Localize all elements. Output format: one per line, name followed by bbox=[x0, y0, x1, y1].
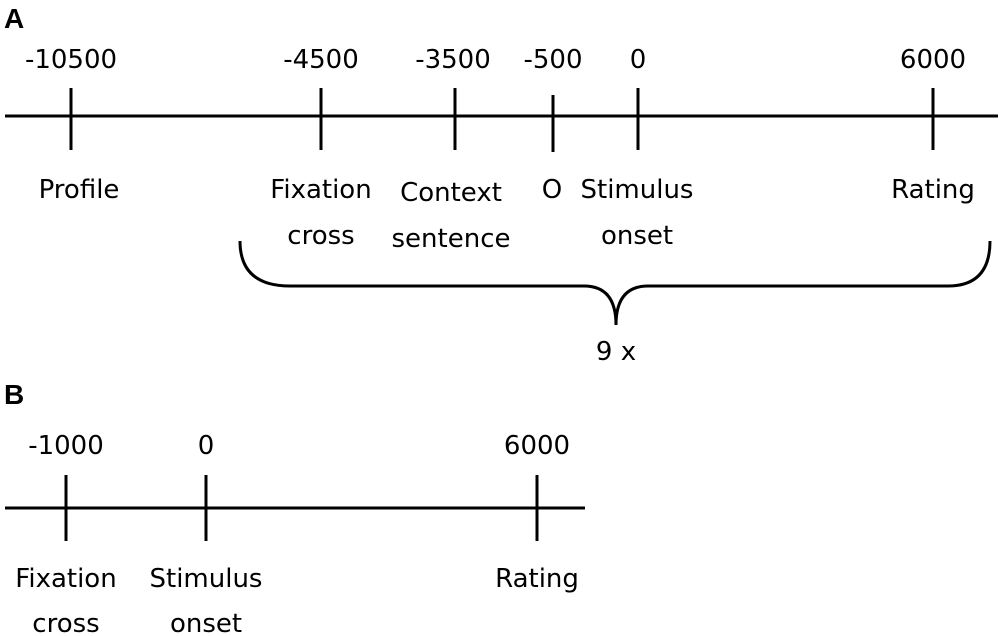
tick-b-0: -1000 Fixation cross bbox=[15, 431, 116, 636]
event-label-onset: onset bbox=[601, 221, 673, 251]
repeat-count-label: 9 x bbox=[596, 337, 636, 367]
tick-value: 6000 bbox=[504, 431, 570, 461]
tick-a-0: -10500 Profile bbox=[25, 45, 119, 205]
event-label-fixation: Fixation bbox=[270, 175, 371, 205]
tick-value: -1000 bbox=[28, 431, 104, 461]
event-label-profile: Profile bbox=[39, 175, 120, 205]
tick-b-1: 0 Stimulus onset bbox=[150, 431, 263, 636]
event-label-stimulus: Stimulus bbox=[150, 564, 263, 594]
event-label-stimulus: Stimulus bbox=[581, 175, 694, 205]
panel-b-label: B bbox=[4, 379, 24, 410]
tick-b-2: 6000 Rating bbox=[495, 431, 579, 594]
tick-value: 6000 bbox=[900, 45, 966, 75]
tick-a-4: 0 Stimulus onset bbox=[581, 45, 694, 251]
panel-b: B -1000 Fixation cross 0 Stimulus onset … bbox=[4, 379, 585, 636]
event-label-rating: Rating bbox=[891, 175, 975, 205]
event-label-cross: cross bbox=[32, 609, 99, 636]
tick-a-1: -4500 Fixation cross bbox=[270, 45, 371, 251]
tick-a-2: -3500 Context sentence bbox=[392, 45, 511, 254]
tick-a-5: 6000 Rating bbox=[891, 45, 975, 205]
event-label-context: Context bbox=[400, 178, 502, 208]
tick-value: 0 bbox=[198, 431, 215, 461]
tick-value: -10500 bbox=[25, 45, 117, 75]
tick-value: -3500 bbox=[415, 45, 491, 75]
tick-value: -4500 bbox=[283, 45, 359, 75]
tick-a-3: -500 O bbox=[523, 45, 582, 205]
tick-value: 0 bbox=[630, 45, 647, 75]
event-label-fixation: Fixation bbox=[15, 564, 116, 594]
event-label-rating: Rating bbox=[495, 564, 579, 594]
repeat-brace bbox=[238, 240, 992, 326]
event-label-cross: cross bbox=[287, 221, 354, 251]
panel-a: A -10500 Profile -4500 Fixation cross -3… bbox=[4, 3, 998, 367]
panel-a-label: A bbox=[4, 3, 24, 34]
event-label-onset: onset bbox=[170, 609, 242, 636]
tick-value: -500 bbox=[523, 45, 582, 75]
event-label-sentence: sentence bbox=[392, 224, 511, 254]
event-label-o: O bbox=[542, 175, 562, 205]
